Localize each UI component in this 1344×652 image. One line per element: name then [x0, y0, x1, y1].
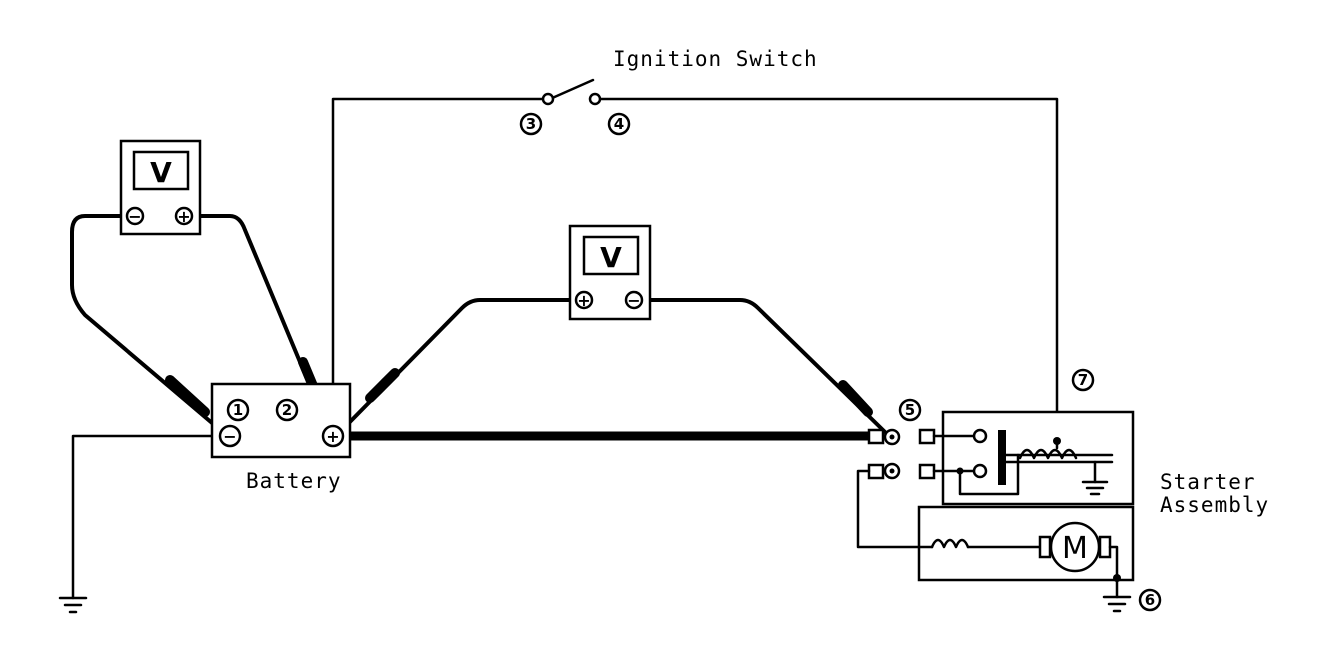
- battery-negative-terminal: [218, 424, 242, 448]
- point-marker-6: 6: [1138, 588, 1162, 612]
- starter-label-line2: Assembly: [1160, 493, 1269, 517]
- svg-text:5: 5: [905, 401, 915, 419]
- switch-contact-3: [541, 92, 555, 106]
- starter-solenoid: [918, 410, 1135, 506]
- svg-text:7: 7: [1078, 371, 1088, 389]
- ignition-wire-left: [331, 97, 547, 434]
- battery-label: Battery: [246, 469, 342, 493]
- motor-feed-wire: [856, 469, 934, 549]
- probe-4: [838, 380, 873, 417]
- voltmeter-1-positive-lead: [182, 214, 332, 436]
- voltmeter-1-negative-lead: [70, 214, 227, 436]
- point-marker-5: 5: [898, 398, 922, 422]
- voltmeter-1-negative-terminal: [125, 206, 145, 226]
- voltmeter-2: V + −: [568, 224, 652, 321]
- svg-text:−: −: [223, 427, 236, 446]
- point-marker-4: 4: [607, 112, 631, 136]
- svg-text:+: +: [577, 291, 590, 310]
- voltmeter-2-negative-terminal: [624, 290, 644, 310]
- ignition-wire-right: [595, 97, 1059, 440]
- svg-text:3: 3: [526, 115, 536, 133]
- svg-text:6: 6: [1145, 591, 1155, 609]
- voltmeter-2-positive-lead: [338, 298, 586, 434]
- ground-symbol-battery: [58, 596, 88, 614]
- point-marker-1: 1: [226, 398, 250, 422]
- svg-text:−: −: [128, 207, 141, 226]
- svg-text:2: 2: [282, 401, 292, 419]
- probe-1: [165, 375, 210, 417]
- svg-text:1: 1: [233, 401, 243, 419]
- voltmeter-2-positive-terminal: [574, 290, 594, 310]
- voltmeter-1: V − +: [119, 139, 202, 236]
- svg-text:+: +: [326, 427, 339, 446]
- battery-ground-wire: [71, 434, 224, 600]
- svg-text:−: −: [627, 291, 640, 310]
- svg-text:4: 4: [614, 115, 624, 133]
- starter-label-line1: Starter: [1160, 470, 1256, 494]
- battery: − +: [210, 382, 352, 459]
- ground-symbol-starter: [1102, 595, 1132, 613]
- voltmeter-1-symbol: V: [150, 156, 172, 189]
- voltmeter-2-negative-lead: [632, 298, 887, 434]
- point-marker-2: 2: [275, 398, 299, 422]
- voltmeter-1-positive-terminal: [174, 206, 194, 226]
- starter-main-connector: [867, 428, 901, 446]
- point-marker-3: 3: [519, 112, 543, 136]
- battery-positive-terminal: [321, 424, 345, 448]
- voltmeter-2-symbol: V: [600, 241, 622, 274]
- point-marker-7: 7: [1071, 368, 1095, 392]
- ignition-switch-label: Ignition Switch: [613, 47, 818, 71]
- starter-motor: M: [856, 469, 1135, 599]
- svg-text:+: +: [177, 207, 190, 226]
- ignition-switch-blade: [548, 78, 595, 101]
- starter-motor-connector: [867, 462, 901, 480]
- motor-symbol: M: [1062, 531, 1088, 566]
- switch-contact-4: [588, 92, 602, 106]
- probe-3: [365, 368, 400, 403]
- motor-armature: [1049, 521, 1101, 573]
